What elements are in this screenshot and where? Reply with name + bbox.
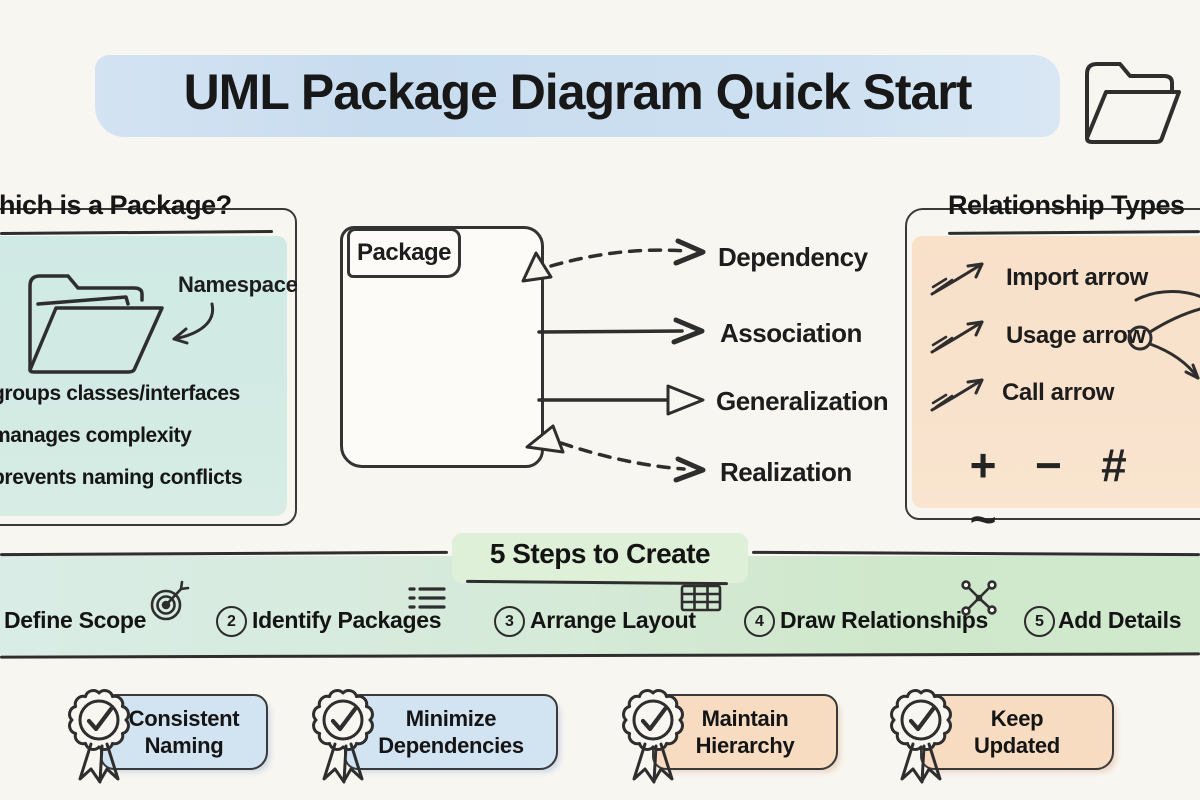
medal-check-icon	[622, 689, 684, 784]
realization-box-arrowhead	[525, 424, 565, 454]
medal-check-icon	[890, 689, 952, 784]
right-panel-title: Relationship Types	[948, 190, 1185, 220]
badge-line: Minimize	[405, 705, 497, 731]
package-info-panel	[0, 208, 297, 526]
relationship-label-dependency: Dependency	[718, 242, 868, 272]
relationship-arrows	[521, 238, 706, 483]
steps-title-highlight	[452, 533, 748, 583]
package-folder-icon	[28, 274, 164, 374]
step-2-number: 2	[216, 606, 247, 637]
dependency-arrowhead	[673, 238, 706, 266]
badge-line: Keep	[990, 705, 1044, 731]
list-icon	[408, 587, 446, 609]
network-icon	[961, 580, 997, 616]
step-3-number: 3	[494, 606, 525, 637]
badge-minimize-dependencies: Minimize Dependencies	[344, 694, 558, 770]
title-highlight-band	[95, 55, 1060, 137]
badge-line: Maintain	[701, 705, 789, 731]
package-tab-label: Package	[357, 239, 451, 266]
step-4-label: Draw Relationships	[780, 607, 989, 633]
relationship-types-panel	[905, 208, 1200, 520]
package-tab: Package	[347, 228, 461, 278]
usage-arrow-icon	[930, 320, 984, 354]
relationship-label-generalization: Generalization	[716, 386, 889, 416]
badge-line: Consistent	[128, 705, 240, 731]
left-panel-title: Which is a Package?	[0, 190, 232, 220]
fan-out-node-icon	[1127, 290, 1200, 380]
folder-icon	[1085, 62, 1181, 144]
dependency-line	[549, 248, 688, 268]
bullet-conflicts: prevents naming conflicts	[0, 466, 243, 489]
package-info-panel-fill	[0, 236, 287, 516]
right-item-usage: Usage arrow	[1006, 322, 1146, 349]
step-3-label: Arrange Layout	[530, 607, 696, 633]
badge-line: Hierarchy	[695, 733, 795, 758]
relationship-label-realization: Realization	[720, 457, 852, 487]
symbol-minus: −	[1035, 439, 1062, 491]
badge-line: Naming	[144, 733, 224, 758]
generalization-arrowhead	[666, 384, 705, 416]
medal-check-icon	[312, 689, 374, 784]
relationship-label-association: Association	[720, 318, 862, 348]
bullet-complexity: manages complexity	[0, 424, 192, 447]
namespace-arrow-icon	[172, 302, 215, 345]
right-item-import: Import arrow	[1006, 264, 1148, 291]
badge-consistent-naming: Consistent Naming	[100, 694, 268, 770]
bullet-groups: groups classes/interfaces	[0, 382, 240, 405]
relationship-types-panel-fill	[912, 236, 1200, 508]
right-item-call: Call arrow	[1002, 379, 1115, 406]
badge-keep-updated: Keep Updated	[920, 694, 1114, 770]
step-2-label: Identify Packages	[252, 607, 442, 633]
realization-arrowhead	[673, 456, 706, 483]
namespace-label: Namespace	[178, 272, 298, 297]
symbol-plus: +	[969, 439, 997, 491]
visibility-symbols-row: + − # ~	[960, 438, 1200, 546]
call-arrow-icon	[930, 378, 984, 412]
association-line	[537, 329, 684, 334]
step-5-label: Add Details	[1058, 607, 1182, 633]
step-1-label: Define Scope	[4, 607, 147, 633]
import-arrow-icon	[930, 262, 984, 296]
medal-check-icon	[68, 689, 130, 784]
grid-icon	[680, 584, 722, 612]
page-title: UML Package Diagram Quick Start	[183, 64, 973, 120]
steps-title: 5 Steps to Create	[489, 538, 711, 569]
target-icon	[150, 580, 190, 621]
realization-line	[559, 441, 686, 471]
badge-maintain-hierarchy: Maintain Hierarchy	[652, 694, 838, 770]
association-arrowhead	[671, 317, 705, 345]
step-4-number: 4	[744, 606, 775, 637]
symbol-hash: #	[1101, 439, 1127, 491]
dependency-box-arrowhead	[521, 251, 553, 283]
badge-line: Updated	[974, 733, 1060, 758]
symbol-tilde: ~	[969, 493, 997, 545]
badge-line: Dependencies	[378, 733, 524, 758]
step-5-number: 5	[1024, 606, 1055, 637]
